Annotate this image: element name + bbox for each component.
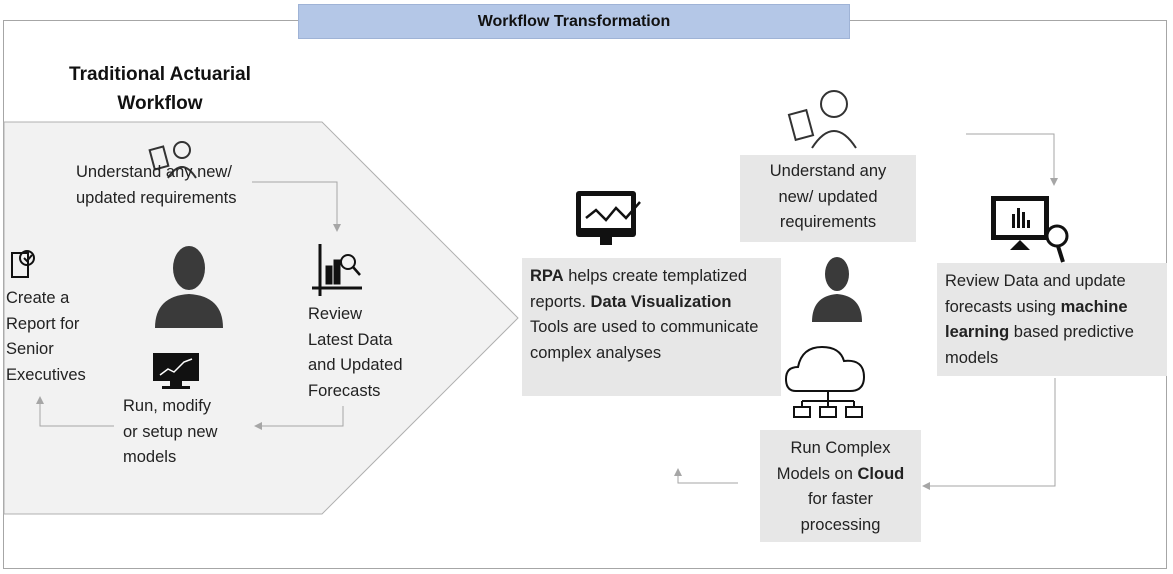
step-understand: Understand any new/ updated requirements — [76, 160, 237, 211]
box-ml-review: Review Data and update forecasts using m… — [937, 263, 1167, 376]
step-run: Run, modify or setup new models — [123, 394, 217, 471]
person-silhouette-icon — [155, 246, 223, 328]
text-line: updated requirements — [76, 188, 237, 207]
requirements-person-icon-right — [787, 90, 857, 149]
traditional-panel — [3, 121, 519, 515]
cloud-network-icon — [784, 345, 866, 418]
box-rpa: RPA helps create templatized reports. Da… — [522, 258, 781, 396]
report-check-icon — [11, 250, 35, 278]
box-understand: Understand any new/ updated requirements — [740, 155, 916, 242]
rpa-bold: RPA — [530, 267, 564, 285]
cloud-text-end: for faster processing — [800, 490, 881, 534]
requirements-person-icon — [148, 141, 197, 179]
person-silhouette-icon-right — [812, 257, 862, 322]
text-line: Senior — [6, 340, 54, 358]
text-line: Run, modify — [123, 397, 212, 415]
ml-bold: machine learning — [945, 297, 1128, 342]
text-line: Create a — [6, 289, 70, 307]
text-line: or setup new — [123, 422, 218, 441]
arrow-review-to-run — [254, 406, 344, 430]
text-line: models — [123, 448, 177, 466]
review-text: Review Data and update forecasts using — [945, 272, 1126, 316]
arrow-run-to-report — [36, 396, 114, 427]
traditional-heading: Traditional Actuarial Workflow — [40, 60, 280, 118]
text-line: Latest Data — [308, 330, 393, 349]
step-review: Review Latest Data and Updated Forecasts — [308, 302, 403, 404]
arrow-understand-to-review — [252, 181, 341, 232]
arrow-understand-to-mlreview — [966, 133, 1058, 186]
text-line: Forecasts — [308, 381, 381, 400]
text-line: Report for — [6, 314, 80, 333]
rpa-text-end: Tools are used to communicate complex an… — [530, 318, 759, 362]
cloud-bold: Cloud — [857, 464, 905, 483]
text-line: Understand any — [769, 162, 887, 180]
monitor-magnifier-icon — [991, 196, 1069, 263]
chart-analysis-icon — [312, 244, 362, 296]
text-line: requirements — [779, 213, 877, 231]
page-title: Workflow Transformation — [298, 4, 850, 39]
dataviz-monitor-icon — [576, 191, 641, 245]
heading-line: Traditional Actuarial — [69, 64, 251, 85]
box-cloud: Run Complex Models on Cloud for faster p… — [760, 430, 921, 542]
dataviz-bold: Data Visualization — [590, 292, 732, 311]
text-line: new/ updated — [778, 187, 878, 206]
text-line: Review — [308, 305, 363, 323]
review-text-end: based predictive models — [945, 323, 1134, 367]
arrow-mlreview-to-cloud — [922, 378, 1056, 490]
cloud-text: Run Complex Models on — [776, 439, 891, 483]
text-line: and Updated — [308, 356, 403, 374]
heading-line: Workflow — [117, 93, 203, 114]
text-line: Executives — [6, 365, 86, 384]
rpa-text: helps create templatized reports. — [530, 267, 748, 311]
step-report: Create a Report for Senior Executives — [6, 286, 86, 388]
arrow-cloud-to-rpa — [674, 468, 738, 484]
text-line: Understand any new/ — [76, 163, 232, 181]
monitor-trend-icon — [153, 353, 199, 389]
